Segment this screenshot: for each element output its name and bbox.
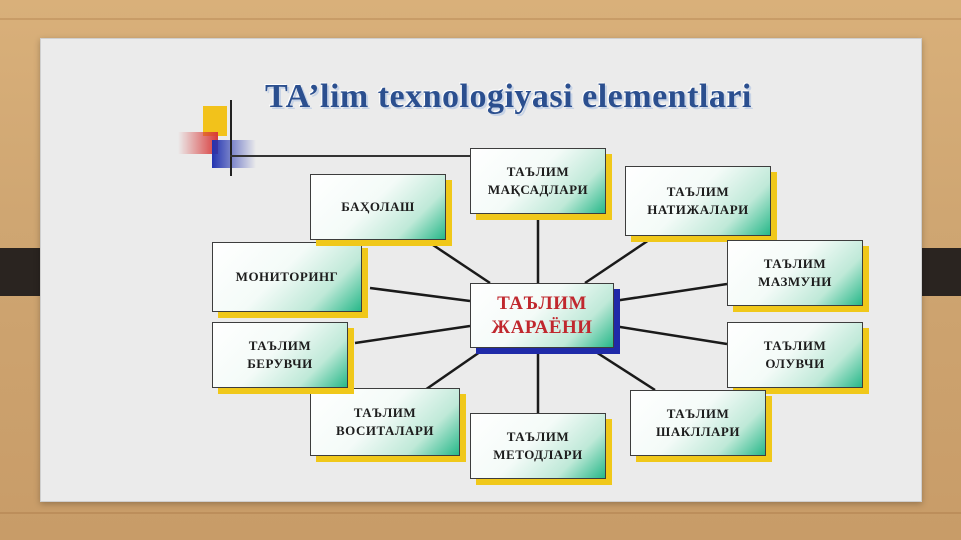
node-talim-vositalari: ТАЪЛИМ ВОСИТАЛАРИ xyxy=(310,388,460,456)
connector-baholash xyxy=(429,241,491,285)
connector-mazmun xyxy=(613,282,728,303)
node-baholash: БАҲОЛАШ xyxy=(310,174,446,240)
slide-title: TA’lim texnologiyasi elementlari xyxy=(265,78,752,115)
connector-oluvchi xyxy=(613,324,728,346)
connector-beruvchi xyxy=(354,324,471,345)
node-talim-beruvchi: ТАЪЛИМ БЕРУВЧИ xyxy=(212,322,348,388)
decor-blue-square xyxy=(212,140,256,168)
node-talim-maqsadlari: ТАЪЛИМ МАҚСАДЛАРИ xyxy=(470,148,606,214)
connector-monitoring xyxy=(369,286,471,303)
connector-vosita xyxy=(424,343,491,392)
wood-grain xyxy=(0,512,961,514)
connector-shakl xyxy=(584,343,656,392)
node-talim-jarayoni-center: ТАЪЛИМ ЖАРАЁНИ xyxy=(470,283,614,348)
decor-yellow-square xyxy=(203,106,227,136)
node-talim-oluvchi: ТАЪЛИМ ОЛУВЧИ xyxy=(727,322,863,388)
node-talim-natijalari: ТАЪЛИМ НАТИЖАЛАРИ xyxy=(625,166,771,236)
decor-red-square xyxy=(178,132,218,154)
decor-vertical-line xyxy=(230,100,232,176)
decor-horizontal-line xyxy=(230,155,470,157)
node-monitoring: МОНИТОРИНГ xyxy=(212,242,362,312)
node-talim-mazmuni: ТАЪЛИМ МАЗМУНИ xyxy=(727,240,863,306)
node-talim-metodlari: ТАЪЛИМ МЕТОДЛАРИ xyxy=(470,413,606,479)
wood-grain xyxy=(0,18,961,20)
node-talim-shakllari: ТАЪЛИМ ШАКЛЛАРИ xyxy=(630,390,766,456)
connector-natija xyxy=(584,236,653,285)
